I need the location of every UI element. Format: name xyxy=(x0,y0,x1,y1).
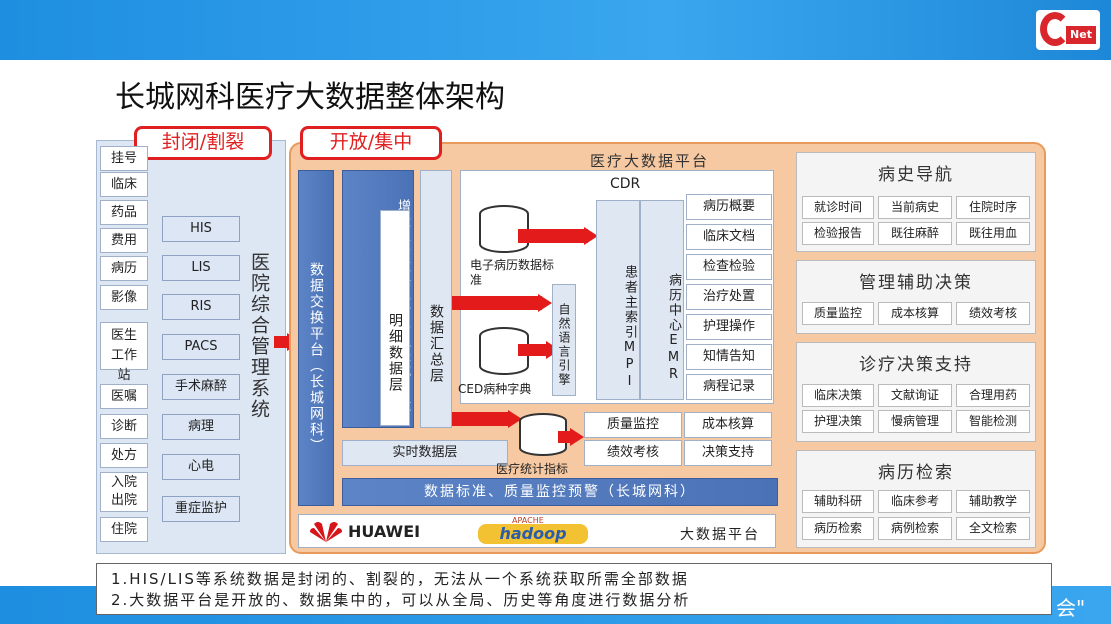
record-cell: 临床文档 xyxy=(686,224,772,250)
panel-item: 当前病史 xyxy=(878,196,952,219)
cdr-label: CDR xyxy=(610,176,641,192)
flow-arrowhead xyxy=(584,227,598,245)
nlp-engine: 自然语言引擎 xyxy=(552,284,576,396)
panel-item: 临床参考 xyxy=(878,490,952,513)
system-box: LIS xyxy=(162,255,240,281)
system-box: 手术麻醉 xyxy=(162,374,240,400)
standard-bar: 数据标准、质量监控预警（长城网科） xyxy=(342,478,778,506)
category-cell: 诊断 xyxy=(100,414,148,439)
panel-item: 临床决策 xyxy=(802,384,874,407)
panel-item: 辅助科研 xyxy=(802,490,874,513)
stats-cell: 成本核算 xyxy=(684,412,772,438)
record-cell: 病程记录 xyxy=(686,374,772,400)
open-tag: 开放/集中 xyxy=(300,126,442,160)
footer-fragment: 会" xyxy=(1056,596,1086,620)
panel-item: 质量监控 xyxy=(802,302,874,325)
stats-cell: 质量监控 xyxy=(584,412,682,438)
emr-standard-label: 电子病历数据标准 xyxy=(470,258,555,287)
flow-arrow xyxy=(452,296,542,310)
record-cell: 病历概要 xyxy=(686,194,772,220)
category-cell: 费用 xyxy=(100,228,148,253)
category-cell: 药品 xyxy=(100,200,148,225)
system-box: PACS xyxy=(162,334,240,360)
panel-item: 辅助教学 xyxy=(956,490,1030,513)
panel-item: 智能检测 xyxy=(956,410,1030,433)
panel-item: 护理决策 xyxy=(802,410,874,433)
notes-box: 1.HIS/LIS等系统数据是封闭的、割裂的，无法从一个系统获取所需全部数据 2… xyxy=(96,563,1052,615)
record-cell: 治疗处置 xyxy=(686,284,772,310)
note-line: 1.HIS/LIS等系统数据是封闭的、割裂的，无法从一个系统获取所需全部数据 xyxy=(111,570,689,588)
detail-layer: 明细数据层 xyxy=(380,210,410,426)
category-cell: 医嘱 xyxy=(100,384,148,409)
category-cell: 住院 xyxy=(100,517,148,542)
system-box: 重症监护 xyxy=(162,496,240,522)
logo-g-icon xyxy=(1040,12,1070,46)
exchange-column: 数据交换平台（长城网科） xyxy=(298,170,334,506)
system-box: 心电 xyxy=(162,454,240,480)
emr-center-column: 病历中心EMR xyxy=(640,200,684,400)
panel-title: 诊疗决策支持 xyxy=(859,355,973,375)
note-line: 2.大数据平台是开放的、数据集中的，可以从全局、历史等角度进行数据分析 xyxy=(111,591,691,609)
panel-item: 住院时序 xyxy=(956,196,1030,219)
record-cell: 护理操作 xyxy=(686,314,772,340)
integrated-system-label: 医院综合管理系统 xyxy=(248,252,270,420)
panel-item: 全文检索 xyxy=(956,517,1030,540)
category-cell: 医生工作站 xyxy=(100,322,148,383)
summary-layer: 数据汇总层 xyxy=(420,170,452,428)
panel-item: 慢病管理 xyxy=(878,410,952,433)
panel-item: 就诊时间 xyxy=(802,196,874,219)
system-box: 病理 xyxy=(162,414,240,440)
panel-title: 病历检索 xyxy=(878,463,954,483)
panel-item: 文献询证 xyxy=(878,384,952,407)
panel-title: 管理辅助决策 xyxy=(859,273,973,293)
ced-database-icon xyxy=(479,327,529,375)
flow-arrow xyxy=(518,229,588,243)
record-cell: 知情告知 xyxy=(686,344,772,370)
page-title: 长城网科医疗大数据整体架构 xyxy=(115,80,505,115)
panel-item: 病例检索 xyxy=(878,517,952,540)
panel-item: 绩效考核 xyxy=(956,302,1030,325)
huawei-label: HUAWEI xyxy=(348,522,421,541)
realtime-layer: 实时数据层 xyxy=(342,440,508,466)
panel-item: 成本核算 xyxy=(878,302,952,325)
stats-indicator-label: 医疗统计指标 xyxy=(496,462,569,476)
hadoop-logo: hadoop xyxy=(478,524,588,544)
category-cell: 病历 xyxy=(100,256,148,281)
huawei-logo-icon xyxy=(310,522,342,542)
stats-database-icon xyxy=(519,413,567,456)
bigdata-platform-label: 大数据平台 xyxy=(680,527,760,543)
system-box: RIS xyxy=(162,294,240,320)
flow-arrow xyxy=(518,344,548,356)
record-cell: 检查检验 xyxy=(686,254,772,280)
header-bar xyxy=(0,0,1111,60)
category-cell: 影像 xyxy=(100,285,148,310)
logo-net-label: Net xyxy=(1066,26,1096,44)
flow-arrow xyxy=(558,431,572,443)
apache-label: APACHE xyxy=(512,516,544,525)
category-cell: 处方 xyxy=(100,443,148,468)
panel-item: 病历检索 xyxy=(802,517,874,540)
emr-database-icon xyxy=(479,205,529,253)
mpi-column: 患者主索引MPI xyxy=(596,200,640,400)
stats-cell: 决策支持 xyxy=(684,440,772,466)
flow-arrowhead xyxy=(570,428,584,446)
panel-item: 既往用血 xyxy=(956,222,1030,245)
system-box: HIS xyxy=(162,216,240,242)
flow-arrowhead xyxy=(508,410,522,428)
panel-item: 检验报告 xyxy=(802,222,874,245)
flow-arrow xyxy=(274,336,288,348)
ced-dictionary-label: CED病种字典 xyxy=(458,382,532,396)
panel-item: 既往麻醉 xyxy=(878,222,952,245)
panel-title: 病史导航 xyxy=(878,165,954,185)
category-cell: 挂号 xyxy=(100,146,148,171)
category-cell: 入院出院 xyxy=(100,472,148,512)
closed-tag: 封闭/割裂 xyxy=(134,126,272,160)
stats-cell: 绩效考核 xyxy=(584,440,682,466)
flow-arrowhead xyxy=(538,294,552,312)
panel-item: 合理用药 xyxy=(956,384,1030,407)
flow-arrow xyxy=(452,412,510,426)
category-cell: 临床 xyxy=(100,172,148,197)
platform-title: 医疗大数据平台 xyxy=(590,152,710,170)
